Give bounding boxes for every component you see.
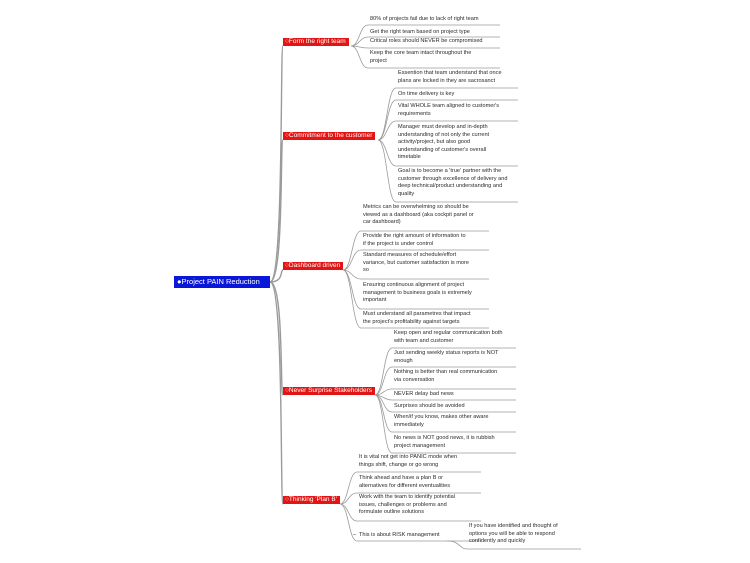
root-node[interactable]: ●Project PAIN Reduction <box>174 276 270 288</box>
connector-line <box>374 366 393 396</box>
connector-line <box>339 471 358 505</box>
sub-leaf-node[interactable]: If you have identified and thought of op… <box>469 523 558 545</box>
connector-line <box>446 540 468 550</box>
connector-line <box>377 139 397 203</box>
leaf-node[interactable]: Just sending weekly status reports is NO… <box>394 350 499 364</box>
connector-line <box>342 249 362 271</box>
leaf-node[interactable]: Work with the team to identify potential… <box>359 494 455 516</box>
leaf-node[interactable]: On time delivery is key <box>398 91 455 97</box>
branch-node[interactable]: ○Form the right team <box>283 38 349 46</box>
leaf-node[interactable]: Standard measures of schedule/effort var… <box>363 252 470 274</box>
connector-line <box>350 36 369 47</box>
leaf-node[interactable]: Think ahead and have a plan B or alterna… <box>359 475 451 489</box>
connector-line <box>342 269 362 310</box>
connector-line <box>342 269 362 329</box>
leaf-node[interactable]: Goal is to become a 'true' partner with … <box>398 168 508 197</box>
leaf-node[interactable]: Vital WHOLE team aligned to customer's r… <box>398 103 500 117</box>
leaf-node[interactable]: NEVER delay bad news <box>394 391 454 397</box>
connector-line <box>269 281 284 505</box>
leaf-node[interactable]: Must understand all parametres that impa… <box>363 311 471 325</box>
connector-line <box>374 394 393 454</box>
branch-node[interactable]: ○Thinking 'Plan B' <box>283 496 340 504</box>
leaf-node[interactable]: Surprises should be avoided <box>394 403 465 409</box>
connector-line <box>350 24 369 47</box>
leaf-node[interactable]: Keep open and regular communication both… <box>394 330 503 344</box>
connector-line <box>339 503 358 542</box>
connector-line <box>377 139 397 167</box>
branch-node[interactable]: ○Never Surprise Stakeholders <box>283 387 376 395</box>
connector-line <box>377 87 397 141</box>
leaf-node[interactable]: It is vital not get into PANIC mode when… <box>359 454 458 468</box>
leaf-node[interactable]: Critical roles should NEVER be compromis… <box>370 38 483 44</box>
connector-line <box>339 492 358 505</box>
leaf-node[interactable]: Essention that team understand that once… <box>398 70 502 84</box>
leaf-node[interactable]: Get the right team based on project type <box>370 29 470 35</box>
connector-line <box>377 99 397 141</box>
leaf-node[interactable]: Metrics can be overwhelming so should be… <box>363 204 474 226</box>
leaf-node[interactable]: 80% of projects fail due to lack of righ… <box>370 16 479 22</box>
leaf-node[interactable]: Keep the core team intact throughout the… <box>370 50 472 64</box>
connector-line <box>269 269 284 283</box>
connector-line <box>339 503 358 522</box>
collapse-marker-icon[interactable]: – <box>353 532 357 538</box>
connector-line <box>342 230 362 271</box>
branch-node[interactable]: ○Dashboard driven <box>283 262 344 270</box>
connector-line <box>269 281 284 396</box>
leaf-node[interactable]: No news is NOT good news, it is rubbish … <box>394 435 495 449</box>
leaf-node[interactable]: When/if you know, makes other aware imme… <box>394 414 489 428</box>
connector-line <box>269 45 284 283</box>
connector-line <box>350 45 369 69</box>
connectors <box>269 24 581 550</box>
leaf-node[interactable]: Nothing is better than real communicatio… <box>394 369 498 383</box>
leaf-node[interactable]: This is about RISK management <box>359 532 440 538</box>
leaf-node[interactable]: Ensuring continuous alignment of project… <box>363 282 472 304</box>
leaf-node[interactable]: Manager must develop and in-depth unders… <box>398 124 490 161</box>
branch-node[interactable]: ○Commitment to the customer <box>283 132 376 140</box>
leaf-node[interactable]: Provide the right amount of information … <box>363 233 466 247</box>
connector-line <box>377 120 397 141</box>
connector-line <box>269 139 284 283</box>
connector-line <box>374 347 393 396</box>
